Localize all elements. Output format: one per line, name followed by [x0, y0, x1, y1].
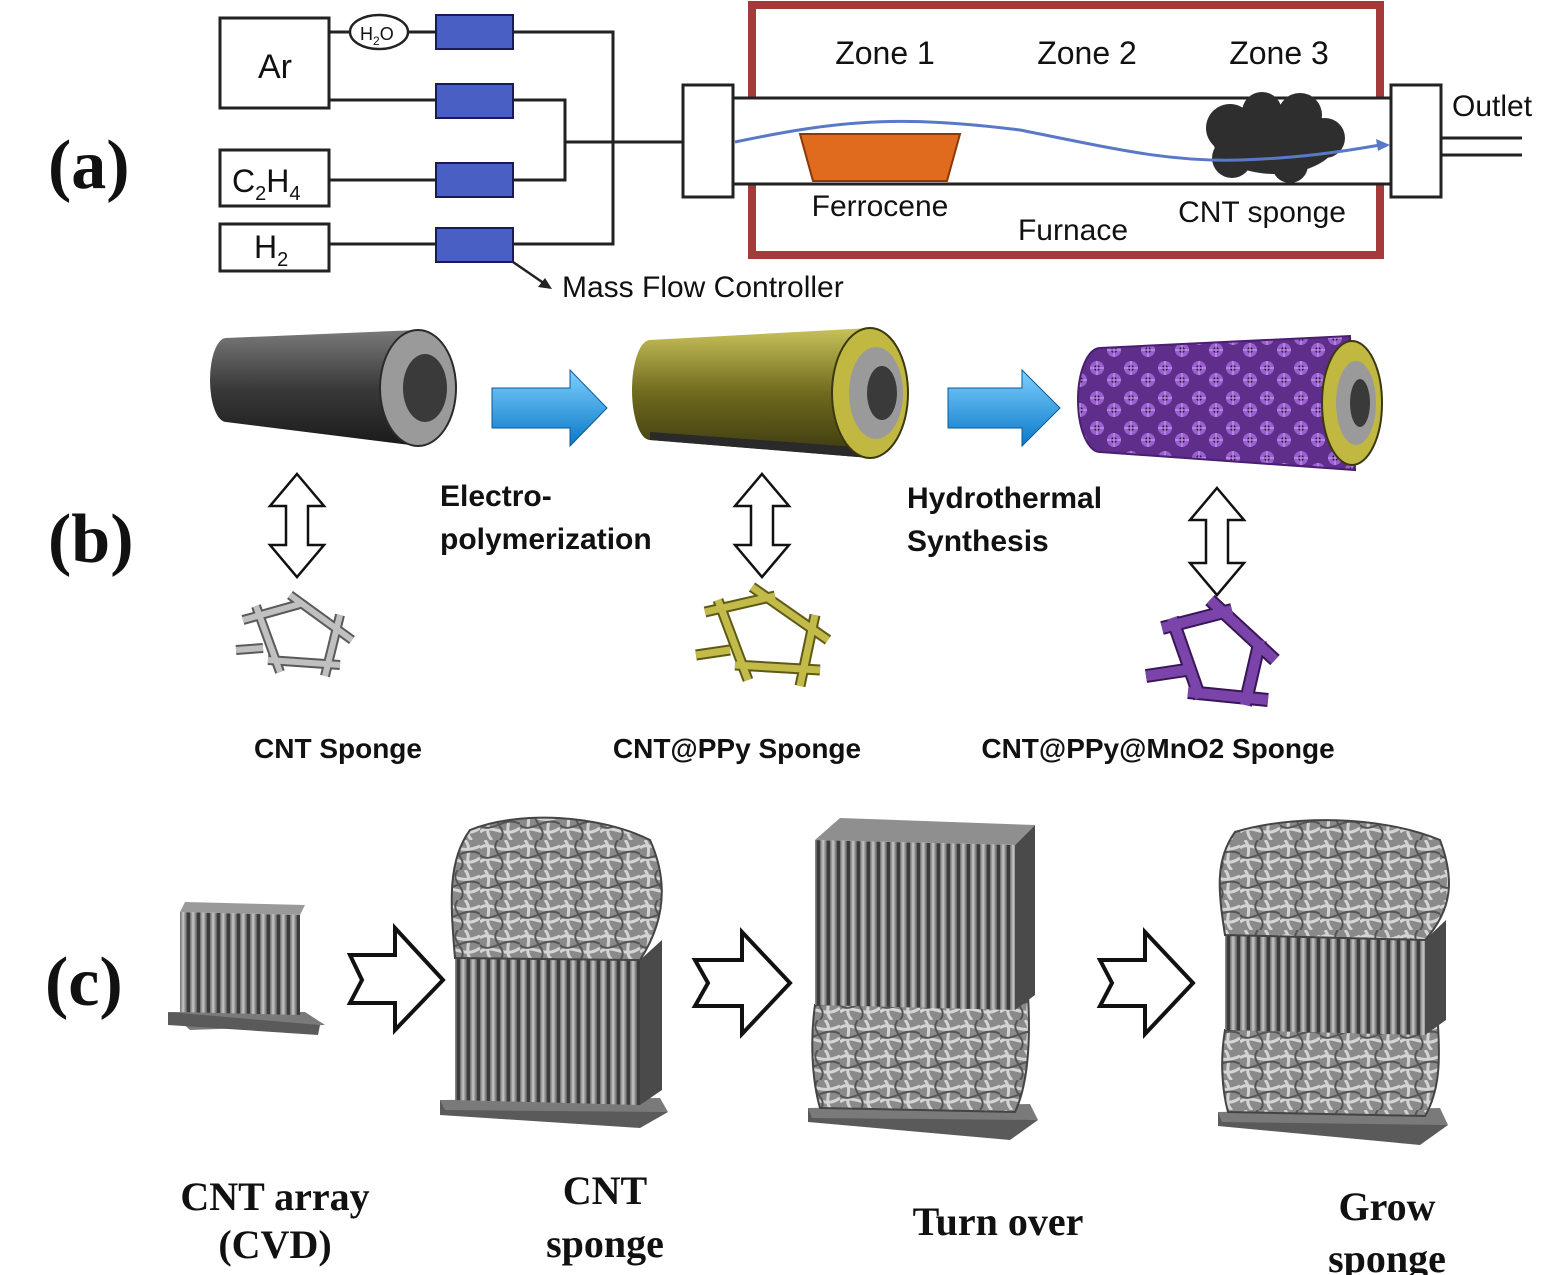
- hydrothermal-label-1: Hydrothermal: [907, 482, 1102, 515]
- outlet-label: Outlet: [1452, 90, 1533, 123]
- water-label: H2O: [360, 24, 394, 48]
- mass-flow-controllers: [435, 14, 514, 263]
- panel-a-label: (a): [48, 127, 130, 204]
- stage-4-label-line2: sponge: [1328, 1236, 1446, 1275]
- gas-h2-label: H2: [254, 229, 288, 271]
- gas-flow-arrow: [734, 119, 1381, 162]
- water-bubbler: H2O: [348, 13, 410, 51]
- panel-b-label: (b): [48, 501, 134, 578]
- cnt-ppy-network-icon: [695, 582, 832, 688]
- stage-arrow-3: [1096, 926, 1196, 1040]
- process-arrow-2: [947, 368, 1061, 448]
- gas-source-c2h4: C2H4: [218, 148, 331, 208]
- ferrocene-label: Ferrocene: [812, 190, 949, 223]
- mfc-pointer: [512, 260, 552, 289]
- grow-sponge-block: [1218, 819, 1450, 1145]
- mass-flow-controller-label: Mass Flow Controller: [562, 271, 844, 304]
- cnt-sponge-block: [440, 816, 668, 1128]
- stage-arrow-2: [691, 926, 793, 1040]
- cnt-sponge-label: CNT sponge: [1178, 196, 1346, 229]
- mfc-1: [435, 14, 514, 50]
- cnt-ppy-mno2-tube: [1077, 334, 1383, 472]
- zone-3-label: Zone 3: [1229, 35, 1329, 71]
- product-label-cnt-ppy-mno2: CNT@PPy@MnO2 Sponge: [981, 733, 1334, 764]
- cnt-network-icon: [235, 590, 355, 678]
- product-label-cnt: CNT Sponge: [254, 733, 422, 764]
- tube-outlet-cap: [1389, 83, 1443, 199]
- turn-over-block: [808, 818, 1038, 1140]
- panel-c-label: (c): [45, 944, 123, 1021]
- cnt-ppy-mno2-network-icon: [1144, 594, 1280, 707]
- hydrothermal-label-2: Synthesis: [907, 525, 1049, 558]
- furnace-label: Furnace: [1018, 214, 1128, 247]
- mfc-4: [435, 227, 514, 263]
- mfc-2: [435, 83, 514, 119]
- stage-1-label-line2: (CVD): [218, 1222, 331, 1267]
- tube-inlet-cap: [681, 83, 735, 199]
- product-label-cnt-ppy: CNT@PPy Sponge: [613, 733, 861, 764]
- panel-a: (a) Ar C2H4 H2 H2O: [48, 1, 1533, 304]
- zone-1-label: Zone 1: [835, 35, 935, 71]
- panel-b: (b): [48, 327, 1383, 764]
- stage-2-label-line2: sponge: [546, 1221, 664, 1266]
- mfc-3: [435, 162, 514, 198]
- gas-ar-label: Ar: [258, 48, 292, 86]
- cnt-array-block: [168, 902, 325, 1035]
- cnt-tube: [210, 329, 457, 447]
- electropolymerization-label-1: Electro-: [440, 480, 552, 513]
- gas-flow-arrowhead: [1376, 139, 1390, 151]
- double-arrow-2: [732, 472, 792, 579]
- gas-c2h4-label: C2H4: [232, 163, 300, 205]
- stage-1-label-line1: CNT array: [180, 1174, 369, 1219]
- ferrocene-boat: [798, 133, 962, 182]
- stage-3-label-line1: Turn over: [913, 1199, 1084, 1244]
- double-arrow-3: [1187, 486, 1247, 597]
- double-arrow-1: [267, 472, 327, 579]
- gas-source-h2: H2: [218, 222, 331, 273]
- stage-2-label-line1: CNT: [563, 1168, 648, 1213]
- panel-c: (c): [45, 816, 1450, 1275]
- cnt-ppy-tube: [632, 327, 909, 459]
- gas-source-ar: Ar: [218, 16, 331, 110]
- zone-2-label: Zone 2: [1037, 35, 1137, 71]
- stage-arrow-1: [346, 922, 446, 1035]
- electropolymerization-label-2: polymerization: [440, 523, 652, 556]
- stage-4-label-line1: Grow: [1338, 1184, 1435, 1229]
- gas-lines: [329, 30, 683, 246]
- process-arrow-1: [491, 368, 608, 448]
